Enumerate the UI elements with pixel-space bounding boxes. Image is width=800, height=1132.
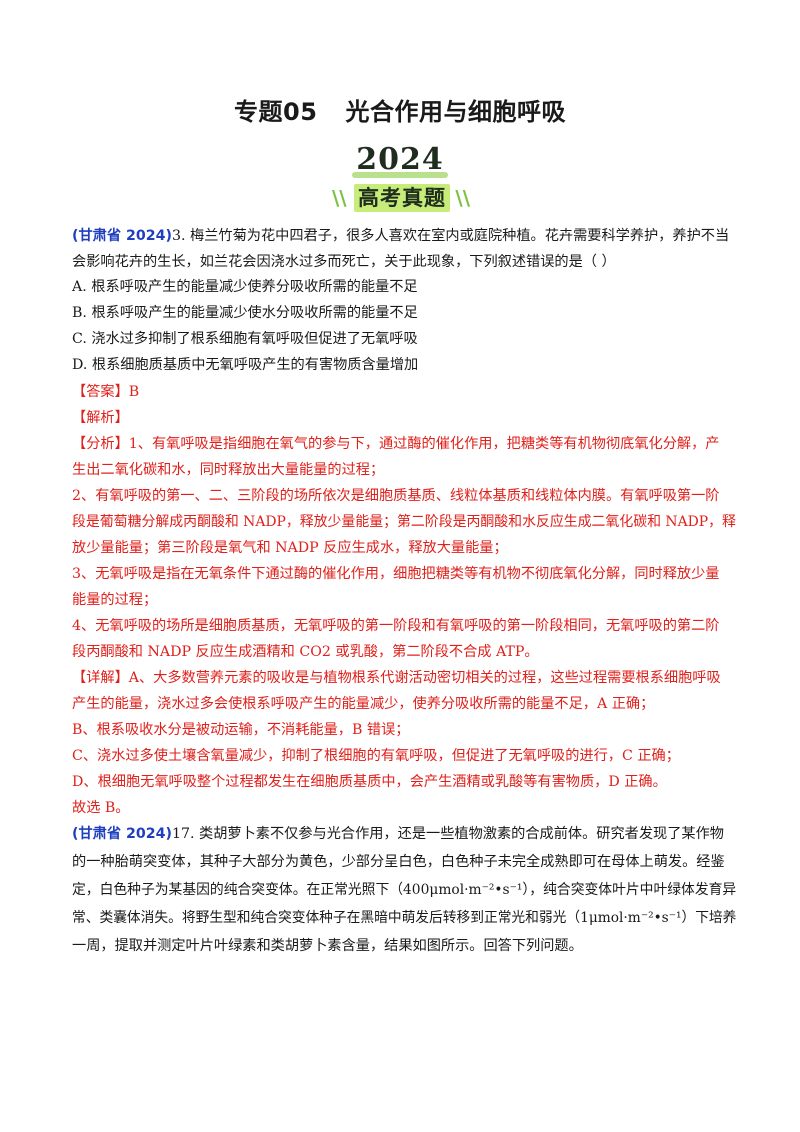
banner-background bbox=[354, 184, 450, 212]
q3-stem-line-1: (甘肃省 2024)3. 梅兰竹菊为花中四君子，很多人喜欢在室内或庭院种植。花卉… bbox=[72, 228, 730, 244]
title-topic-number: 专题05 bbox=[234, 98, 318, 126]
analysis-line: 【分析】1、有氧呼吸是指细胞在氧气的参与下，通过酶的催化作用，把糖类等有机物彻底… bbox=[72, 436, 720, 452]
q3-option-a: A. 根系呼吸产生的能量减少使养分吸收所需的能量不足 bbox=[72, 279, 418, 295]
analysis-line: 放少量能量；第三阶段是氧气和 NADP 反应生成水，释放大量能量； bbox=[72, 540, 508, 556]
analysis-line: B、根系吸收水分是被动运输，不消耗能量，B 错误； bbox=[72, 722, 410, 738]
title-topic-name: 光合作用与细胞呼吸 bbox=[345, 98, 566, 126]
analysis-line: 产生的能量，浇水过多会使根系呼吸产生的能量减少，使养分吸收所需的能量不足，A 正… bbox=[72, 696, 655, 712]
analysis-line: 4、无氧呼吸的场所是细胞质基质，无氧呼吸的第一阶段和有氧呼吸的第一阶段相同，无氧… bbox=[72, 618, 720, 634]
analysis-line: 【详解】A、大多数营养元素的吸收是与植物根系代谢活动密切相关的过程，这些过程需要… bbox=[72, 670, 721, 686]
q17-stem-line: 一周，提取并测定叶片叶绿素和类胡萝卜素含量，结果如图所示。回答下列问题。 bbox=[72, 938, 583, 954]
q3-source: (甘肃省 2024) bbox=[72, 228, 172, 244]
analysis-line: 3、无氧呼吸是指在无氧条件下通过酶的催化作用，细胞把糖类等有机物不彻底氧化分解，… bbox=[72, 566, 720, 582]
analysis-line: 能量的过程； bbox=[72, 592, 158, 608]
page-title: 专题05 光合作用与细胞呼吸 bbox=[0, 92, 800, 127]
q3-stem-line-2: 会影响花卉的生长，如兰花会因浇水过多而死亡，关于此现象，下列叙述错误的是（ ） bbox=[72, 254, 616, 270]
analysis-line: 2、有氧呼吸的第一、二、三阶段的场所依次是细胞质基质、线粒体基质和线粒体内膜。有… bbox=[72, 488, 720, 504]
exam-banner: \\ 高考真题 \\ bbox=[328, 180, 472, 214]
q17-source: (甘肃省 2024) bbox=[72, 826, 172, 842]
q3-option-b: B. 根系呼吸产生的能量减少使水分吸收所需的能量不足 bbox=[72, 305, 418, 321]
q3-option-d: D. 根系细胞质基质中无氧呼吸产生的有害物质含量增加 bbox=[72, 357, 419, 373]
q17-stem-line: 常、类囊体消失。将野生型和纯合突变体种子在黑暗中萌发后转移到正常光和弱光（1μm… bbox=[72, 910, 737, 926]
banner-left-slash-icon: \\ bbox=[332, 186, 347, 210]
q3-analysis-heading: 【解析】 bbox=[72, 410, 129, 426]
year-heading: 2024 bbox=[356, 142, 444, 177]
banner-right-slash-icon: \\ bbox=[455, 186, 470, 210]
q3-conclusion: 故选 B。 bbox=[72, 800, 130, 816]
analysis-line: C、浇水过多使土壤含氧量减少，抑制了根细胞的有氧呼吸，但促进了无氧呼吸的进行，C… bbox=[72, 748, 680, 764]
q17-stem-line: 定，白色种子为某基因的纯合突变体。在正常光照下（400μmol·m⁻²•s⁻¹）… bbox=[72, 882, 737, 898]
analysis-line: 段是葡萄糖分解成丙酮酸和 NADP，释放少量能量；第二阶段是丙酮酸和水反应生成二… bbox=[72, 514, 736, 530]
q3-option-c: C. 浇水过多抑制了根系细胞有氧呼吸但促进了无氧呼吸 bbox=[72, 331, 418, 347]
analysis-line: 生出二氧化碳和水，同时释放出大量能量的过程； bbox=[72, 462, 385, 478]
banner-label: 高考真题 bbox=[358, 186, 446, 210]
q17-stem-line: 的一种胎萌突变体，其种子大部分为黄色，少部分呈白色，白色种子未完全成熟即可在母体… bbox=[72, 854, 725, 870]
year-underline-decoration bbox=[352, 172, 448, 178]
analysis-line: 段丙酮酸和 NADP 反应生成酒精和 CO2 或乳酸，第二阶段不合成 ATP。 bbox=[72, 644, 539, 660]
analysis-line: D、根细胞无氧呼吸整个过程都发生在细胞质基质中，会产生酒精或乳酸等有害物质，D … bbox=[72, 774, 667, 790]
q17-stem-line-1: (甘肃省 2024)17. 类胡萝卜素不仅参与光合作用，还是一些植物激素的合成前… bbox=[72, 826, 724, 842]
q3-answer: 【答案】B bbox=[72, 384, 140, 400]
